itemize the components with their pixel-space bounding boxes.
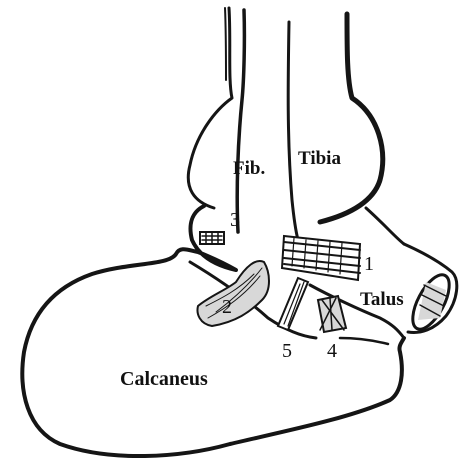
label-tibia: Tibia [298,148,341,169]
tibia-bone [286,11,406,246]
fibula-bone [186,6,247,234]
ligament-2 [196,260,270,328]
ligament-4 [316,294,348,334]
ligament-1 [280,234,362,282]
label-ligament-4: 4 [327,340,337,362]
label-talus: Talus [360,289,404,310]
ligament-5 [276,276,310,332]
label-ligament-1: 1 [364,253,374,275]
label-ligament-2: 2 [222,296,232,318]
calcaneus-bone [20,204,406,458]
ligament-3 [199,231,225,245]
label-calcaneus: Calcaneus [120,368,208,390]
label-ligament-5: 5 [282,340,292,362]
talus-bone [308,242,459,340]
label-fibula: Fib. [233,158,265,179]
label-ligament-3: 3 [230,209,240,231]
